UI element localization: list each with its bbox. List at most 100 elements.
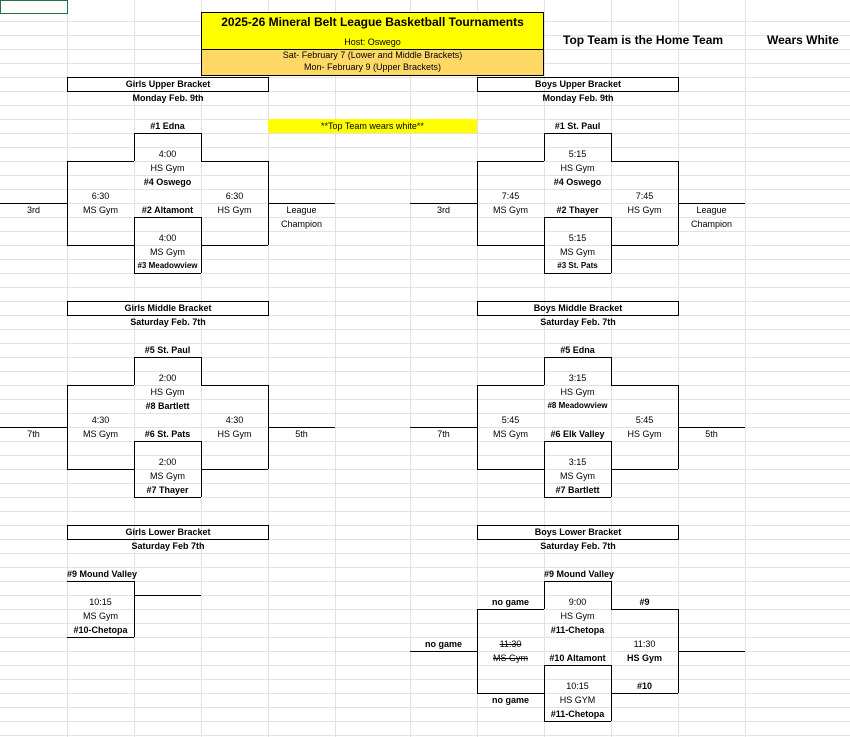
girls-middle-date: Saturday Feb. 7th bbox=[130, 317, 206, 327]
grid-row-line bbox=[0, 441, 850, 442]
grid-row-line bbox=[0, 189, 850, 190]
grid-row-line bbox=[0, 245, 850, 246]
girls-upper-game1-time: 4:00 bbox=[158, 149, 177, 159]
grid-row-line bbox=[0, 707, 850, 708]
bracket-line bbox=[544, 581, 545, 609]
girls-middle-title-box bbox=[67, 301, 269, 316]
bracket-line bbox=[544, 133, 545, 161]
girls-lower-seed-10: #10-Chetopa bbox=[73, 625, 128, 635]
boys-middle-seed-6: #6 Elk Valley bbox=[550, 429, 605, 439]
girls-upper-champion-line1: League bbox=[286, 205, 317, 215]
bracket-line bbox=[201, 161, 268, 162]
boys-middle-right-time: 5:45 bbox=[635, 415, 654, 425]
bracket-line bbox=[67, 637, 134, 638]
bracket-line bbox=[134, 595, 201, 596]
bracket-line bbox=[201, 385, 268, 386]
bracket-line bbox=[544, 133, 611, 134]
boys-lower-seed-10-advance: #10 bbox=[636, 681, 653, 691]
girls-upper-game2-gym: MS Gym bbox=[150, 247, 185, 257]
bracket-line bbox=[201, 245, 268, 246]
bracket-line bbox=[544, 665, 545, 721]
girls-upper-game1-gym: HS Gym bbox=[150, 163, 185, 173]
grid-row-line bbox=[0, 665, 850, 666]
boys-lower-no-game-left: no game bbox=[424, 639, 462, 649]
grid-row-line bbox=[0, 581, 850, 582]
grid-row-line bbox=[0, 217, 850, 218]
grid-row-line bbox=[0, 413, 850, 414]
bracket-line bbox=[67, 385, 68, 469]
girls-middle-right-time: 4:30 bbox=[225, 415, 244, 425]
bracket-line bbox=[611, 581, 612, 609]
monday-schedule: Mon- February 9 (Upper Brackets) bbox=[303, 62, 442, 72]
bracket-line bbox=[134, 497, 201, 498]
bracket-line bbox=[201, 133, 202, 161]
girls-middle-game1-time: 2:00 bbox=[158, 373, 177, 383]
grid-row-line bbox=[0, 161, 850, 162]
bracket-line bbox=[477, 385, 478, 469]
girls-middle-right-gym: HS Gym bbox=[217, 429, 252, 439]
bracket-line bbox=[678, 203, 745, 204]
bracket-line bbox=[477, 609, 478, 693]
bracket-line bbox=[67, 245, 134, 246]
boys-upper-right-gym: HS Gym bbox=[627, 205, 662, 215]
boys-middle-game1-time: 3:15 bbox=[568, 373, 587, 383]
boys-lower-game1-time: 9:00 bbox=[568, 597, 587, 607]
bracket-line bbox=[544, 217, 545, 273]
bracket-line bbox=[410, 427, 477, 428]
grid-row-line bbox=[0, 693, 850, 694]
grid-row-line bbox=[0, 385, 850, 386]
grid-row-line bbox=[0, 343, 850, 344]
grid-row-line bbox=[0, 483, 850, 484]
grid-row-line bbox=[0, 105, 850, 106]
bracket-line bbox=[611, 385, 678, 386]
girls-middle-title: Girls Middle Bracket bbox=[124, 303, 212, 313]
boys-middle-left-gym: MS Gym bbox=[493, 429, 528, 439]
bracket-line bbox=[410, 651, 477, 652]
top-white-banner bbox=[268, 119, 477, 133]
grid-column-line bbox=[268, 0, 269, 737]
boys-upper-seed-2: #2 Thayer bbox=[556, 205, 599, 215]
boys-middle-seventh-place: 7th bbox=[437, 429, 450, 439]
girls-upper-right-gym: HS Gym bbox=[217, 205, 252, 215]
girls-upper-right-time: 6:30 bbox=[225, 191, 244, 201]
grid-row-line bbox=[0, 539, 850, 540]
boys-upper-date: Monday Feb. 9th bbox=[542, 93, 614, 103]
boys-lower-cancelled-time: 11:30 bbox=[499, 639, 522, 649]
grid-row-line bbox=[0, 567, 850, 568]
bracket-line bbox=[268, 203, 335, 204]
boys-lower-no-game-top: no game bbox=[491, 597, 529, 607]
bracket-line bbox=[477, 161, 478, 245]
grid-row-line bbox=[0, 399, 850, 400]
girls-lower-title-box bbox=[67, 525, 269, 540]
bracket-line bbox=[67, 385, 134, 386]
boys-middle-right-gym: HS Gym bbox=[627, 429, 662, 439]
selected-cell[interactable] bbox=[0, 0, 68, 14]
boys-upper-title-box bbox=[477, 77, 679, 92]
bracket-line bbox=[544, 217, 611, 218]
bracket-line bbox=[477, 693, 544, 694]
boys-upper-game1-gym: HS Gym bbox=[560, 163, 595, 173]
boys-lower-date: Saturday Feb. 7th bbox=[540, 541, 616, 551]
boys-upper-right-time: 7:45 bbox=[635, 191, 654, 201]
boys-lower-title-box bbox=[477, 525, 679, 540]
boys-lower-game2-seed-11: #11-Chetopa bbox=[550, 709, 605, 719]
grid-row-line bbox=[0, 595, 850, 596]
girls-middle-game1-gym: HS Gym bbox=[150, 387, 185, 397]
girls-lower-date: Saturday Feb 7th bbox=[131, 541, 205, 551]
girls-upper-seed-4: #4 Oswego bbox=[143, 177, 192, 187]
girls-middle-seventh-place: 7th bbox=[27, 429, 40, 439]
bracket-line bbox=[544, 357, 545, 385]
boys-lower-seed-9-advance: #9 bbox=[639, 597, 650, 607]
grid-row-line bbox=[0, 497, 850, 498]
bracket-line bbox=[201, 469, 268, 470]
bracket-line bbox=[611, 357, 612, 385]
bracket-line bbox=[134, 357, 135, 385]
boys-lower-right-time: 11:30 bbox=[633, 639, 656, 649]
grid-column-line bbox=[745, 0, 746, 737]
boys-upper-third-place: 3rd bbox=[436, 205, 450, 215]
bracket-line bbox=[477, 469, 544, 470]
boys-upper-champion-line2: Champion bbox=[690, 219, 733, 229]
boys-lower-seed-10: #10 Altamont bbox=[549, 653, 606, 663]
grid-row-line bbox=[0, 259, 850, 260]
grid-row-line bbox=[0, 455, 850, 456]
